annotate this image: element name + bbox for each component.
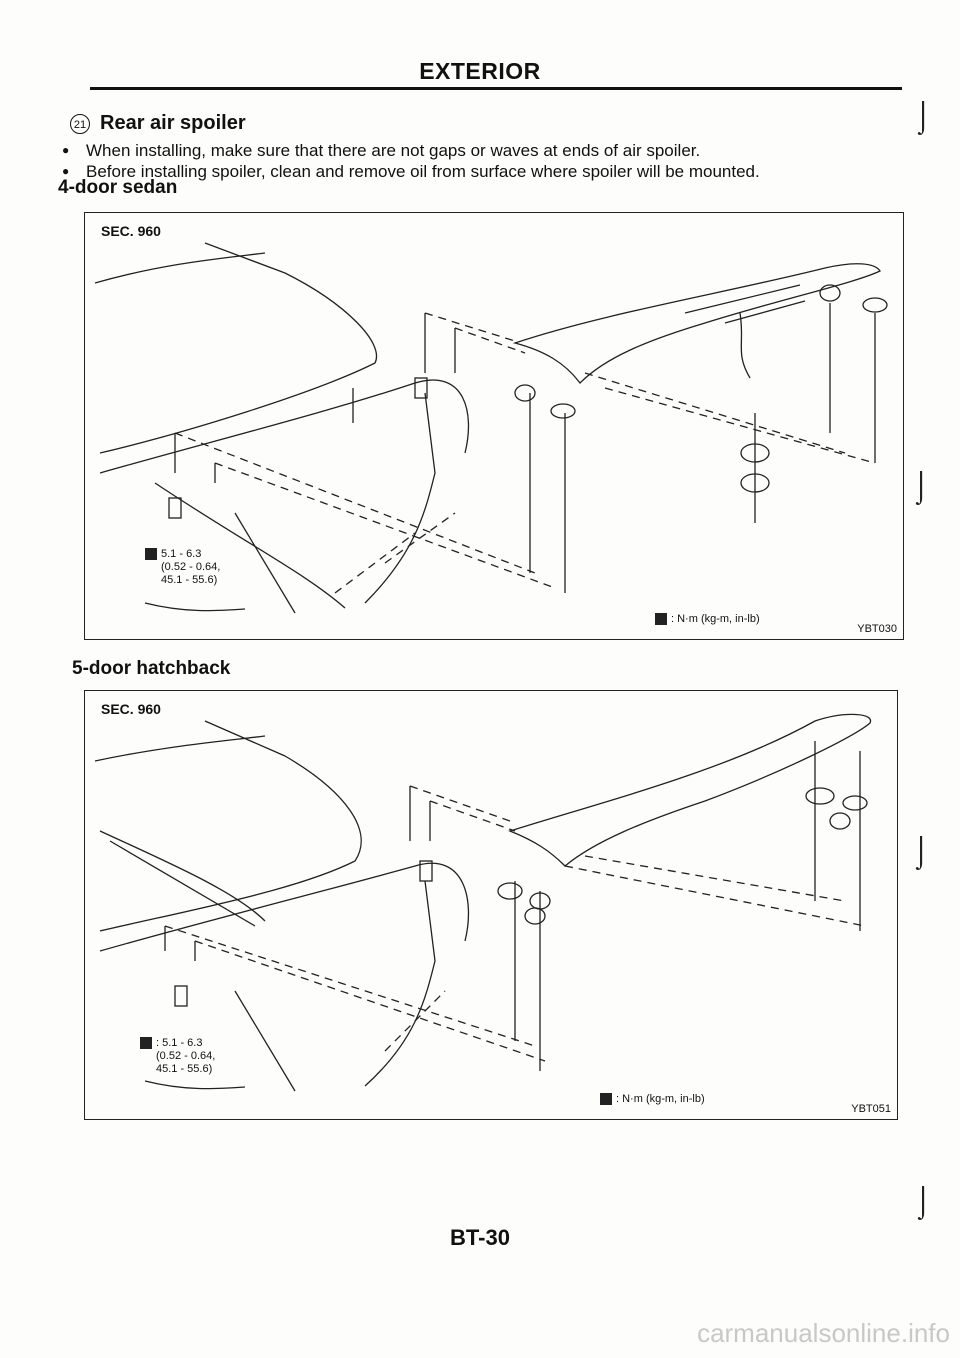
- sedan-spoiler-diagram: [94, 242, 888, 614]
- figure-section-ref: SEC. 960: [101, 223, 161, 239]
- units-legend-text: : N·m (kg-m, in-lb): [671, 613, 760, 625]
- instruction-item: Before installing spoiler, clean and rem…: [58, 161, 760, 182]
- margin-mark: ⌡: [914, 1185, 933, 1218]
- torque-wrench-icon: [140, 1037, 152, 1050]
- section-number-badge: 21: [70, 113, 90, 134]
- figure-section-ref: SEC. 960: [101, 701, 161, 717]
- torque-value: : 5.1 - 6.3: [156, 1037, 203, 1049]
- torque-value: 5.1 - 6.3: [161, 548, 202, 560]
- page-number: BT-30: [450, 1225, 510, 1250]
- torque-spec: : 5.1 - 6.3 (0.52 - 0.64, 45.1 - 55.6): [140, 1037, 215, 1076]
- section-title: Rear air spoiler: [100, 112, 246, 134]
- torque-kgm: (0.52 - 0.64,: [161, 561, 221, 573]
- torque-kgm: (0.52 - 0.64,: [156, 1050, 216, 1062]
- figure-hatchback: SEC. 960: [84, 690, 898, 1120]
- torque-wrench-icon: [600, 1093, 612, 1106]
- header-rule: [90, 87, 902, 90]
- page-header-title: EXTERIOR: [419, 58, 541, 84]
- units-legend: : N·m (kg-m, in-lb): [600, 1093, 705, 1106]
- watermark: carmanualsonline.info: [697, 1318, 950, 1348]
- margin-mark: ⌡: [914, 100, 933, 133]
- units-legend: : N·m (kg-m, in-lb): [655, 613, 760, 626]
- figure-sedan: SEC. 960: [84, 212, 904, 640]
- torque-inlb: 45.1 - 55.6): [156, 1063, 213, 1075]
- hatchback-spoiler-diagram: [94, 713, 872, 1092]
- torque-wrench-icon: [655, 613, 667, 626]
- figure-subtitle-sedan: 4-door sedan: [58, 177, 178, 198]
- instruction-item: When installing, make sure that there ar…: [58, 140, 760, 161]
- torque-wrench-icon: [145, 548, 157, 561]
- figure-code: YBT030: [857, 623, 897, 635]
- figure-subtitle-hatchback: 5-door hatchback: [72, 658, 231, 679]
- torque-inlb: 45.1 - 55.6): [161, 574, 218, 586]
- margin-mark: ⌡: [912, 470, 931, 503]
- instruction-list: When installing, make sure that there ar…: [58, 140, 760, 182]
- margin-mark: ⌡: [912, 835, 931, 868]
- figure-code: YBT051: [851, 1103, 891, 1115]
- units-legend-text: : N·m (kg-m, in-lb): [616, 1093, 705, 1105]
- torque-spec: 5.1 - 6.3 (0.52 - 0.64, 45.1 - 55.6): [145, 548, 220, 587]
- section-heading: 21 Rear air spoiler: [70, 112, 246, 135]
